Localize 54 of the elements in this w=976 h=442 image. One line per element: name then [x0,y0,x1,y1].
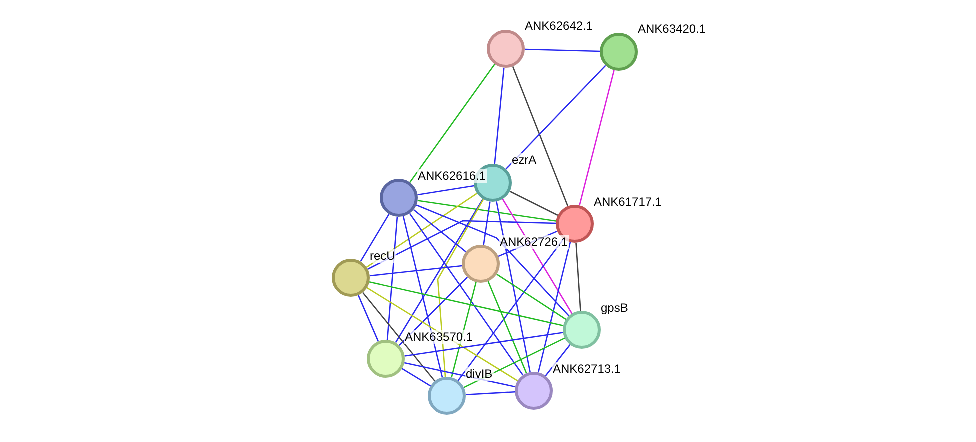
edge-line [451,282,477,378]
edge-line [510,190,558,216]
edge-line [466,391,516,396]
edge-line [512,66,569,207]
node-label: ANK62713.1 [552,362,622,376]
edge-line [362,292,436,382]
edge-line [545,344,571,376]
edge-line [402,216,444,378]
node-label: gpsB [600,301,630,315]
node-label: recU [369,249,396,263]
edge-line [404,332,564,357]
edge-line [494,68,505,164]
edge-line [524,48,600,52]
edge-line [369,282,564,326]
edge-line [386,216,398,340]
edge-line [368,220,556,270]
edge-line [576,242,582,312]
edge-line [410,64,496,183]
edge-line [488,281,528,374]
edge-line [418,200,556,222]
edge-line [418,185,474,196]
edge-line [358,295,380,342]
edge-line [395,198,484,344]
node-label: ANK63420.1 [637,22,708,36]
protein-node [462,245,500,283]
edge-line [416,204,570,317]
protein-node [515,372,553,410]
node-label: ezrA [511,153,538,167]
edge-line [496,202,531,372]
edge-line [483,202,491,246]
node-label: ANK61717.1 [593,195,664,209]
protein-node [380,179,418,217]
protein-node [563,311,601,349]
protein-node [332,259,370,297]
node-label: ANK62642.1 [524,19,594,33]
edge-line [370,265,462,277]
protein-node [367,340,405,378]
node-label: ANK62726.1 [499,235,570,249]
protein-node [487,30,525,68]
edge-line [506,65,606,170]
node-label: ANK62616.1 [417,169,488,183]
edge-line [579,70,615,206]
edge-line [502,198,573,314]
node-label: divIB [465,367,494,381]
edge-line [496,274,566,320]
protein-node [600,33,638,71]
node-label: ANK63570.1 [404,330,474,344]
protein-node [428,377,466,415]
edge-line [413,209,467,253]
edge-line [538,242,572,373]
edge-line [437,199,484,378]
edge-line [402,368,432,387]
edge-line [360,214,390,262]
edge-line [409,213,524,376]
